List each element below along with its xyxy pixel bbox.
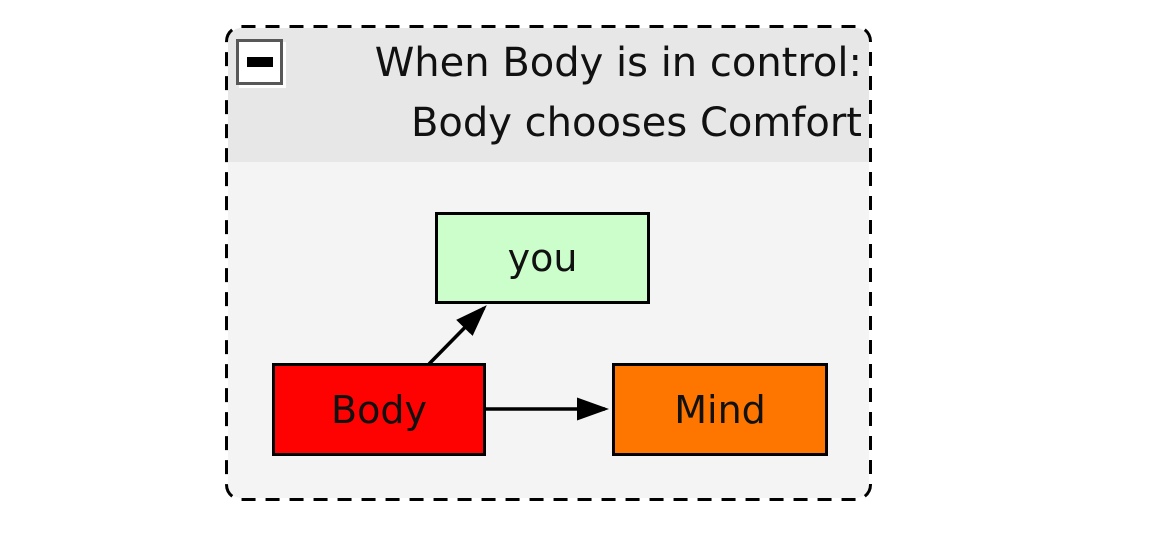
frame-header: When Body is in control: Body chooses Co… — [228, 28, 869, 162]
minus-icon — [246, 57, 273, 67]
node-mind-label: Mind — [674, 387, 766, 432]
frame-title-line-1: When Body is in control: — [374, 40, 862, 86]
frame-title: When Body is in control: Body chooses Co… — [228, 33, 862, 153]
node-body-label: Body — [331, 387, 427, 432]
node-you-label: you — [507, 236, 578, 280]
node-you[interactable]: you — [435, 212, 650, 304]
collapse-button[interactable] — [236, 39, 283, 85]
node-body[interactable]: Body — [272, 363, 486, 456]
frame-title-line-2: Body chooses Comfort — [410, 100, 862, 146]
node-mind[interactable]: Mind — [612, 363, 828, 456]
